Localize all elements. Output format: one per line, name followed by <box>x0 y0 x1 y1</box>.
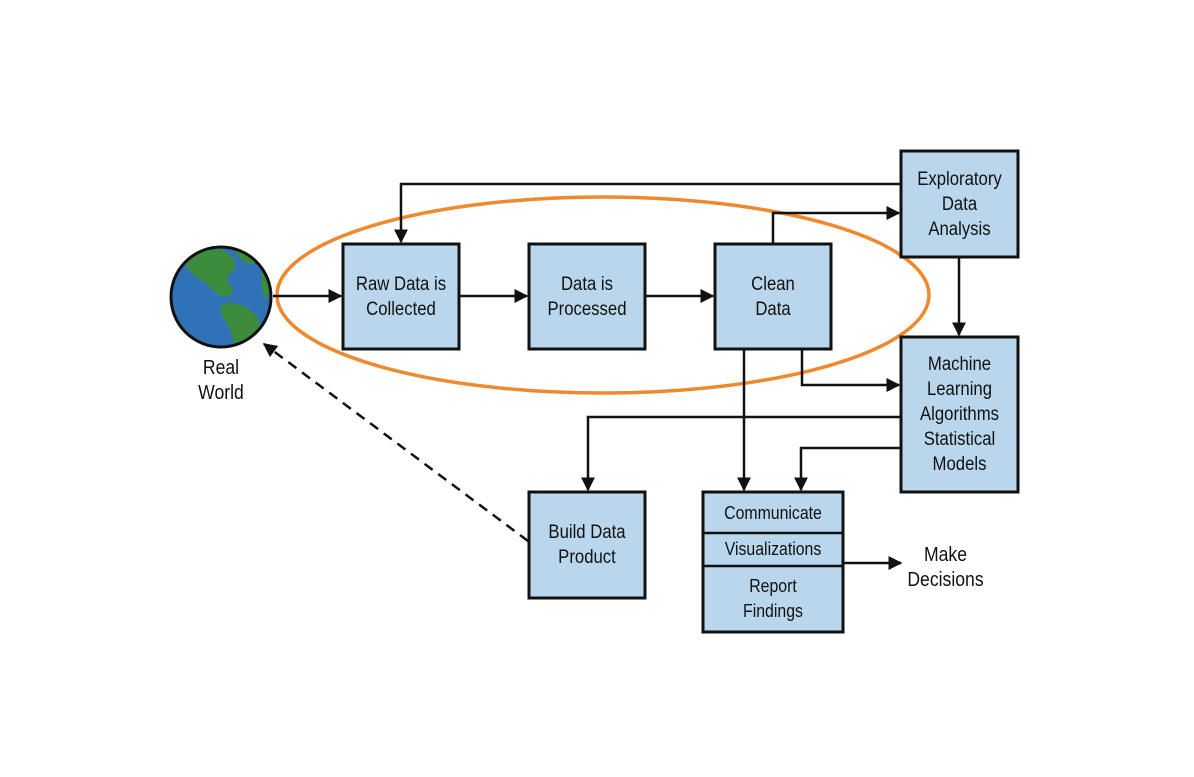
communicate-label: Communicate <box>724 502 822 523</box>
eda-label: Exploratory Data Analysis <box>917 168 1002 240</box>
real-world-label: Real World <box>198 357 244 404</box>
clean-data-box <box>713 242 833 351</box>
raw-data-box <box>341 242 461 351</box>
ml-box <box>899 335 1020 494</box>
report-findings-label: Report Findings <box>743 576 803 621</box>
arrow-clean-to-eda <box>771 206 901 244</box>
communicate-box <box>701 490 845 634</box>
arrow-clean-to-ml <box>800 349 901 392</box>
product-box <box>527 490 647 600</box>
arrow-ml-to-communicate <box>794 446 901 492</box>
flow-arrows <box>262 182 966 570</box>
arrow-eda-to-raw <box>394 182 901 244</box>
eda-box <box>899 149 1020 259</box>
make-decisions-label: Make Decisions <box>907 544 984 591</box>
raw-data-label: Raw Data is Collected <box>355 273 447 320</box>
arrow-ml-to-product <box>581 415 901 492</box>
globe-icon <box>169 245 273 349</box>
communicate-dividers <box>703 531 843 568</box>
visualizations-label: Visualizations <box>724 539 822 559</box>
process-boxes <box>341 149 1020 634</box>
processed-label: Data is Processed <box>547 273 627 320</box>
arrow-product-to-world <box>262 342 529 543</box>
product-label: Build Data Product <box>548 522 626 568</box>
ml-label: Machine Learning Algorithms Statistical … <box>920 354 999 475</box>
clean-data-label: Clean Data <box>751 273 795 320</box>
